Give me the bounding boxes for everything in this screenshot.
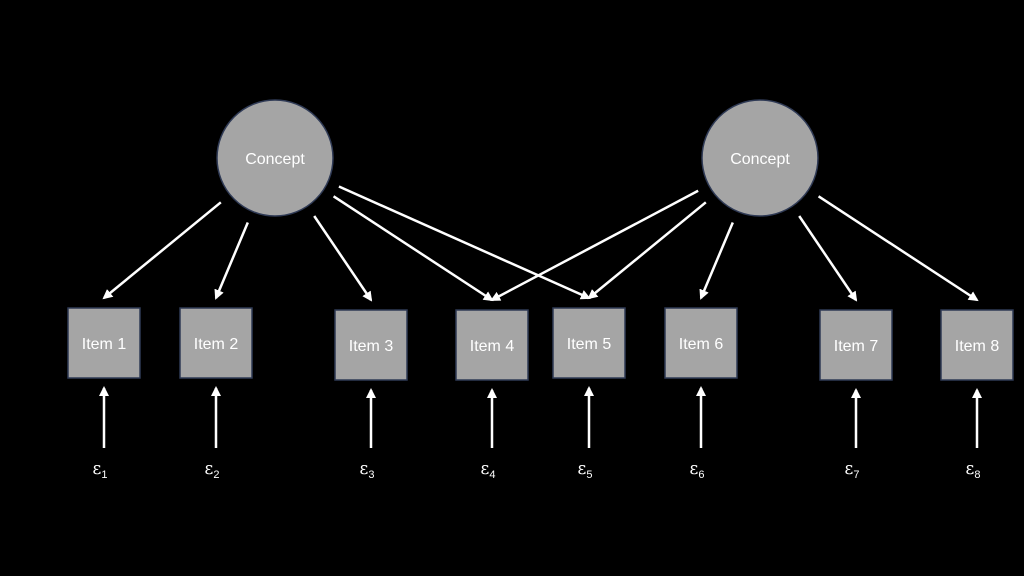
error-term-6: ε6	[690, 459, 705, 481]
concept-label: Concept	[245, 151, 305, 168]
concept-label: Concept	[730, 151, 790, 168]
loading-arrow-concept1-item4	[332, 195, 494, 302]
error-term-4: ε4	[481, 459, 496, 481]
item-box	[664, 307, 738, 379]
items: Item 1 Item 2 Item 3 Item 4 Item 5 Item 6 Item…	[67, 307, 1014, 381]
item-label: Item 8	[955, 338, 1000, 355]
item-box	[67, 307, 141, 379]
error-arrows	[99, 386, 982, 448]
loading-arrows	[102, 185, 979, 302]
item-label: Item 1	[82, 336, 127, 353]
error-term-7: ε7	[845, 459, 860, 481]
item-box	[940, 309, 1014, 381]
item-label: Item 7	[834, 338, 879, 355]
concept-circle	[701, 99, 819, 217]
item-node-7: Item 7	[819, 309, 893, 381]
item-box	[455, 309, 529, 381]
error-term-2: ε2	[205, 459, 220, 481]
item-label: Item 2	[194, 336, 239, 353]
loading-arrow-concept2-item7	[798, 215, 858, 302]
error-terms: ε1 ε2 ε3 ε4 ε5 ε6 ε7 ε8	[93, 459, 981, 481]
concepts: Concept Concept	[216, 99, 819, 217]
item-node-3: Item 3	[334, 309, 408, 381]
item-node-2: Item 2	[179, 307, 253, 379]
item-node-1: Item 1	[67, 307, 141, 379]
item-node-6: Item 6	[664, 307, 738, 379]
item-box	[552, 307, 626, 379]
concept-node-1: Concept	[216, 99, 334, 217]
loading-arrow-concept2-item5	[587, 201, 707, 300]
error-term-1: ε1	[93, 459, 108, 481]
concept-node-2: Concept	[701, 99, 819, 217]
concept-circle	[216, 99, 334, 217]
loading-arrow-concept1-item5	[338, 185, 591, 300]
item-box	[179, 307, 253, 379]
loading-arrow-concept2-item6	[699, 222, 734, 300]
error-term-3: ε3	[360, 459, 375, 481]
loading-arrow-concept2-item4	[490, 189, 699, 302]
loading-arrow-concept1-item2	[214, 222, 249, 300]
item-label: Item 3	[349, 338, 394, 355]
item-label: Item 6	[679, 336, 724, 353]
item-node-4: Item 4	[455, 309, 529, 381]
item-label: Item 4	[470, 338, 515, 355]
item-box	[334, 309, 408, 381]
item-node-8: Item 8	[940, 309, 1014, 381]
loading-arrow-concept2-item8	[817, 195, 979, 302]
item-node-5: Item 5	[552, 307, 626, 379]
item-box	[819, 309, 893, 381]
loading-arrow-concept1-item3	[313, 215, 373, 302]
loading-arrow-concept1-item1	[102, 201, 222, 300]
error-term-5: ε5	[578, 459, 593, 481]
error-term-8: ε8	[966, 459, 981, 481]
item-label: Item 5	[567, 336, 612, 353]
